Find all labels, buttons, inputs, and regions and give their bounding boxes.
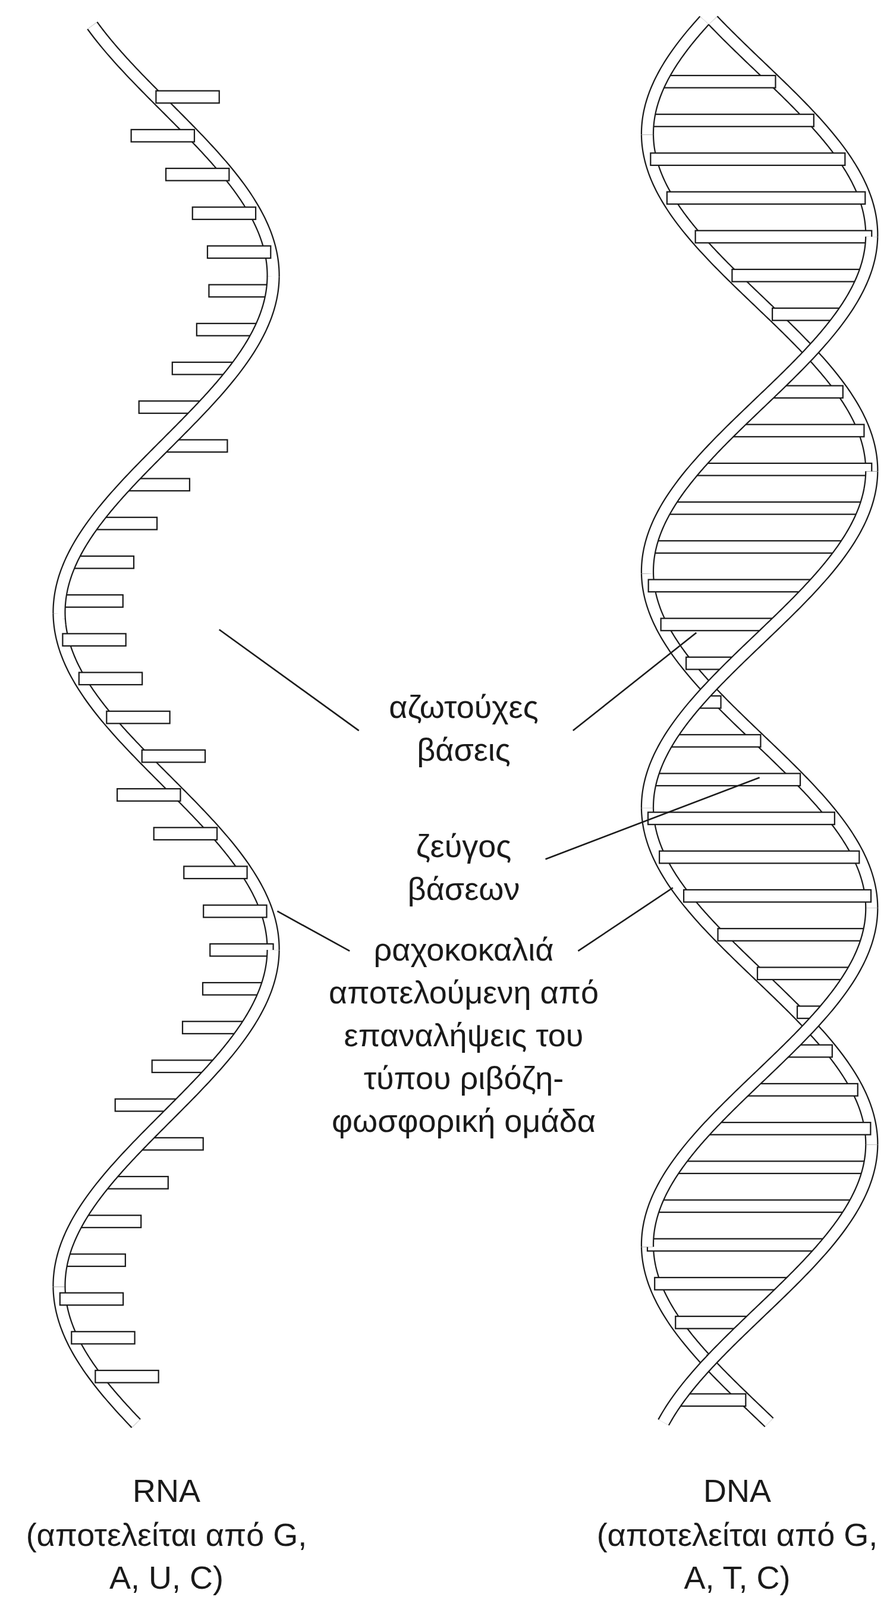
nitrogen-base [718, 928, 869, 941]
nitrogen-base [650, 152, 845, 166]
nitrogen-base [668, 734, 761, 747]
nitrogen-base [165, 168, 229, 181]
nitrogen-base [666, 501, 866, 515]
backbone-ribbon [58, 949, 273, 1286]
nitrogen-base [745, 1083, 858, 1096]
nitrogen-base [131, 129, 195, 143]
nitrogen-base [695, 230, 873, 244]
nitrogen-base [675, 1160, 870, 1173]
backbone-ribbon [647, 807, 872, 1145]
backbone-ribbon [647, 236, 872, 574]
nitrogen-base [659, 850, 860, 864]
nitrogen-base [731, 269, 864, 282]
backbone-ribbon [92, 25, 273, 277]
backbone-ribbon [58, 949, 273, 1286]
nitrogen-base [62, 633, 126, 646]
backbone-ribbon [647, 907, 872, 1247]
leader-line [577, 887, 673, 951]
backbone-ribbon [647, 573, 872, 908]
nitrogen-base [192, 206, 256, 220]
backbone-ribbon [647, 20, 705, 135]
nitrogen-base [62, 1253, 126, 1266]
composition-note: (αποτελείται από G, A, T, C) [594, 1512, 880, 1599]
nitrogen-base [731, 424, 865, 437]
nitrogen-base [183, 866, 247, 879]
backbone-ribbon [58, 1285, 136, 1423]
nitrogen-base [208, 284, 272, 298]
nitrogen-base [79, 672, 143, 685]
molecule-name: DNA [594, 1468, 880, 1512]
nitrogen-base [694, 463, 872, 476]
backbone-ribbon [663, 1144, 872, 1423]
backbone-ribbon [58, 276, 273, 613]
backbone-ribbon [58, 276, 273, 613]
leader-line [219, 629, 360, 731]
backbone-ribbon [647, 134, 872, 471]
nitrogen-base [648, 579, 814, 592]
part-label: ραχοκοκαλιά αποτελούμενη από επαναλήψεις… [297, 927, 631, 1142]
backbone-ribbon [647, 1246, 770, 1422]
nitrogen-base [654, 1276, 789, 1290]
nitrogen-base [648, 812, 835, 825]
nitrogen-base [707, 1121, 871, 1135]
leader-line [573, 632, 697, 731]
nitrogen-base [757, 966, 852, 980]
nitrogen-base [209, 943, 273, 956]
backbone-ribbon [647, 471, 872, 808]
leader-line [277, 910, 350, 951]
nitrogen-base [683, 889, 871, 902]
backbone-ribbon [663, 1144, 872, 1423]
nitrogen-base [660, 75, 776, 88]
molecule-name: RNA [23, 1468, 310, 1512]
backbone-ribbon [647, 134, 872, 471]
leader-line [545, 777, 760, 859]
backbone-ribbon [647, 573, 872, 908]
backbone-ribbon [647, 471, 872, 808]
nitrogen-base [95, 1369, 159, 1383]
backbone-ribbon [58, 1285, 136, 1423]
backbone-ribbon [647, 20, 705, 135]
backbone-ribbon [647, 1246, 770, 1422]
backbone-ribbon [58, 612, 273, 950]
nitrogen-base [667, 192, 866, 205]
backbone-ribbon [92, 25, 273, 277]
backbone-ribbon [647, 236, 872, 574]
nitrogen-base [202, 982, 266, 995]
nitrogen-base [153, 826, 217, 840]
backbone-ribbon [647, 807, 872, 1145]
nitrogen-base [106, 711, 170, 724]
part-label: αζωτούχες βάσεις [374, 684, 553, 771]
composition-note: (αποτελείται από G, A, U, C) [23, 1512, 310, 1599]
nitrogen-base [654, 1199, 854, 1213]
nitrogen-base [650, 540, 845, 553]
nitrogen-base [647, 1238, 826, 1251]
nitrogen-base [650, 772, 801, 786]
part-label: ζεύγος βάσεων [374, 823, 553, 910]
nitrogen-base [71, 1331, 135, 1344]
nitrogen-base [117, 788, 181, 801]
nitrogen-base [70, 555, 134, 569]
nitrogen-base [59, 594, 123, 607]
nitrogen-base [155, 90, 219, 104]
nitrogen-base [207, 245, 271, 259]
nitrogen-base [203, 904, 267, 918]
backbone-ribbon [58, 612, 273, 950]
backbone-ribbon [647, 907, 872, 1247]
nitrogen-base [142, 749, 206, 763]
nitrogen-base [661, 618, 775, 631]
nitrogen-base [648, 114, 814, 127]
nitrogen-base [60, 1292, 124, 1305]
